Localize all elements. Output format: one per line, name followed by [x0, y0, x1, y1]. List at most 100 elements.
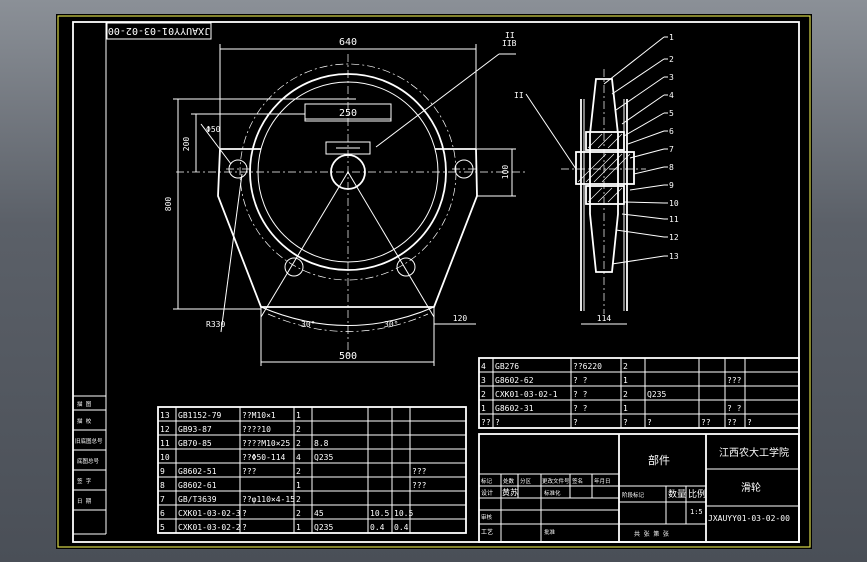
bom-cell-w1: 10.5: [370, 509, 389, 518]
balloon: 8: [669, 163, 674, 172]
part-balloons: 1 2 3 4 5 6 7 8 9 10 11 12 13: [669, 33, 679, 261]
part-label: 部件: [648, 453, 670, 467]
bom-cell-w1: 0.4: [370, 523, 385, 532]
bom-cell-qty: 1: [296, 411, 301, 420]
bom-cell-name: ???: [242, 467, 257, 476]
bom-cell-code: GB1152-79: [178, 411, 222, 420]
balloon: 11: [669, 215, 679, 224]
bom-cell-mat: Q235: [314, 453, 333, 462]
svg-text:年月日: 年月日: [594, 477, 611, 485]
drawing-canvas: JXAUYY01-03-02-00: [57, 15, 811, 548]
bom-cell-mat: 8.8: [314, 439, 329, 448]
bom-cell-no: 10: [160, 453, 170, 462]
bom-cell-code: GB93-87: [178, 425, 212, 434]
bom-cell-no: 3: [481, 376, 486, 385]
bom-cell-name: ????10: [242, 425, 271, 434]
bom-cell-name: ??6220: [573, 362, 602, 371]
bom-cell-no: 8: [160, 481, 165, 490]
svg-text:处数: 处数: [503, 477, 515, 485]
scale-value: 1:5: [690, 508, 703, 516]
svg-text:日 期: 日 期: [77, 498, 92, 505]
balloon: 13: [669, 252, 679, 261]
part-name: 滑轮: [741, 481, 761, 494]
svg-text:黄苏: 黄苏: [502, 487, 518, 497]
bom-cell-qty: 2: [296, 509, 301, 518]
bom-cell-name: ??φ110×4-15: [242, 495, 295, 504]
bom-cell-qty: 4: [296, 453, 301, 462]
section-mark-b: IIB: [502, 39, 517, 48]
bom-cell-code: CXK01-03-02-2: [178, 523, 241, 532]
dim-250: 250: [339, 108, 357, 119]
balloon: 2: [669, 55, 674, 64]
bom-cell-w2: 10.5: [394, 509, 413, 518]
bom-cell-name: ? ?: [573, 404, 588, 413]
svg-text:更改文件号: 更改文件号: [542, 477, 570, 485]
bom-cell-qty: 2: [623, 390, 628, 399]
school-name: 江西农大工学院: [719, 446, 789, 459]
bom-cell-no: 2: [481, 390, 486, 399]
inner-border: [72, 21, 800, 543]
bom-cell-no: 11: [160, 439, 170, 448]
bom-cell-mat: ?: [647, 418, 652, 427]
bom-cell-name: ????M10×25: [242, 439, 290, 448]
svg-text:审核: 审核: [481, 513, 493, 521]
bom-cell-note: ?: [747, 418, 752, 427]
svg-text:签名: 签名: [572, 477, 583, 485]
rotated-drawing-code: JXAUYY01-03-02-00: [108, 25, 210, 36]
title-drawing-code: JXAUYY01-03-02-00: [708, 514, 790, 523]
bom-cell-no: 9: [160, 467, 165, 476]
bom-cell-w2: ? ?: [727, 404, 742, 413]
balloon: 7: [669, 145, 674, 154]
bom-cell-w2: 0.4: [394, 523, 409, 532]
bom-cell-qty: ?: [623, 418, 628, 427]
bom-cell-code: GB70-85: [178, 439, 212, 448]
dim-640: 640: [339, 37, 357, 48]
bom-cell-no: 12: [160, 425, 170, 434]
bom-cell-mat: Q235: [314, 523, 333, 532]
bom-cell-code: G8602-51: [178, 467, 217, 476]
bom-cell-code: CXK01-03-02-1: [495, 390, 558, 399]
bom-cell-qty: 2: [296, 425, 301, 434]
bom-cell-name: ??Φ50-114: [242, 453, 286, 462]
svg-text:设计: 设计: [481, 489, 493, 497]
svg-text:共 张 第 张: 共 张 第 张: [634, 530, 669, 538]
balloon: 1: [669, 33, 674, 42]
bom-cell-no: 1: [481, 404, 486, 413]
drawing-viewport[interactable]: JXAUYY01-03-02-00: [56, 14, 812, 549]
bom-cell-qty: 2: [296, 495, 301, 504]
dim-120: 120: [453, 314, 468, 323]
balloon: 9: [669, 181, 674, 190]
balloon: 10: [669, 199, 679, 208]
code-box: [106, 22, 212, 40]
bom-cell-w2: ???: [727, 376, 742, 385]
svg-text:标准化: 标准化: [544, 489, 561, 497]
bom-cell-no: 13: [160, 411, 170, 420]
side-signature-strip: 描 图 描 校 旧底图总号 底图总号 签 字 日 期: [73, 395, 106, 511]
section-mark-top: II: [505, 31, 515, 40]
bom-cell-note: ???: [412, 467, 427, 476]
svg-text:底图总号: 底图总号: [77, 457, 100, 465]
bom-cell-w2: ??: [727, 418, 737, 427]
bom-cell-name: ?: [573, 418, 578, 427]
bom-cell-no: ??: [481, 418, 491, 427]
bom-cell-qty: 1: [296, 523, 301, 532]
section-mark-left: II: [514, 91, 524, 100]
side-view: 114 II: [514, 36, 668, 325]
bom-cell-qty: 2: [296, 439, 301, 448]
bom-cell-code: G8602-31: [495, 404, 534, 413]
svg-text:描 图: 描 图: [77, 400, 92, 408]
svg-text:工艺: 工艺: [481, 528, 493, 536]
bom-cell-no: 4: [481, 362, 486, 371]
balloon: 12: [669, 233, 679, 242]
svg-text:数量: 数量: [668, 488, 686, 500]
svg-text:标记: 标记: [481, 477, 493, 485]
bom-cell-w1: ??: [701, 418, 711, 427]
bom-cell-name: ??M10×1: [242, 411, 276, 420]
angle-30-right: 30°: [384, 320, 398, 329]
bom-cell-code: G8602-61: [178, 481, 217, 490]
bom-cell-qty: 2: [296, 467, 301, 476]
dim-phi50: Φ50: [206, 125, 221, 134]
dim-114: 114: [597, 314, 612, 323]
bom-cell-qty: 1: [296, 481, 301, 490]
